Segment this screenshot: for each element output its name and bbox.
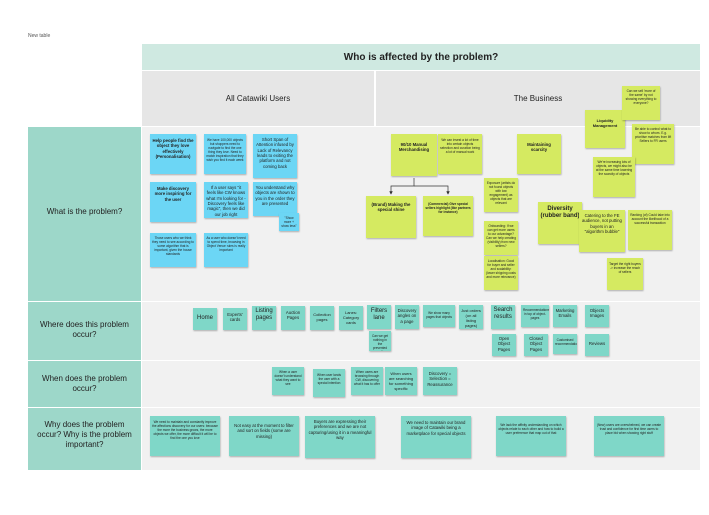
sticky-note[interactable]: Target the right buyers -> increase the …: [607, 258, 643, 290]
sticky-note[interactable]: "Show more + show less": [279, 213, 299, 231]
sticky-note[interactable]: Closed Object Pages: [524, 334, 548, 356]
sticky-note[interactable]: If a user says "it feels like CW knows w…: [204, 182, 248, 218]
sticky-note[interactable]: Short Span of Attention infused by Lack …: [253, 134, 297, 178]
sticky-note[interactable]: Not easy at the moment to filter and sor…: [229, 416, 299, 456]
row-header-why: Why does the problem occur? Why is the p…: [28, 408, 141, 470]
sticky-note[interactable]: (New) users are overwhelmed, we can crea…: [594, 416, 664, 456]
sticky-note[interactable]: We lack the affinity understanding on wh…: [496, 416, 566, 456]
sticky-note[interactable]: Exposure (artists do not found objects w…: [484, 178, 518, 212]
sticky-note[interactable]: We have 100,000 objects but shoppers nee…: [204, 134, 246, 174]
sticky-note[interactable]: As a user who doesn't need to spend time…: [204, 233, 248, 267]
sticky-note[interactable]: Marketing Emails: [553, 305, 577, 327]
sticky-note[interactable]: (Commercial) Give special sellers highli…: [423, 196, 473, 236]
sticky-note[interactable]: Reviews: [585, 334, 609, 356]
board-label: New table: [28, 33, 51, 39]
sticky-note[interactable]: Onboarding: If we can get more users to …: [484, 221, 518, 255]
sticky-note[interactable]: Liquidity Management: [585, 110, 625, 148]
sticky-note[interactable]: Help people find the object they love ef…: [150, 134, 196, 174]
sticky-note[interactable]: Objects Images: [585, 305, 609, 327]
sticky-note[interactable]: You understand why objects are shown to …: [253, 182, 297, 216]
row-header-where: Where does this problem occur?: [28, 302, 141, 360]
sticky-note[interactable]: Search results: [491, 305, 515, 329]
header-band: Who is affected by the problem?: [142, 44, 700, 70]
sticky-note[interactable]: When a user doesn't understand what they…: [272, 367, 304, 395]
sticky-note[interactable]: Discovery = Selection = Reassurance: [423, 367, 457, 395]
sticky-note[interactable]: Catering to the FE audience, not putting…: [579, 210, 625, 252]
row-area-when: [142, 361, 700, 407]
sticky-note[interactable]: Experts' cards: [223, 308, 247, 330]
sticky-note[interactable]: 90/10 Manual Merchandising: [391, 134, 437, 176]
sticky-note[interactable]: We need to maintain and constantly impro…: [150, 416, 220, 456]
sticky-note[interactable]: Buyers are expressing their preferences …: [305, 416, 375, 458]
sticky-note[interactable]: Can we get nothing in the prevented resu…: [369, 331, 391, 351]
sticky-note[interactable]: Listing pages: [252, 306, 276, 330]
sticky-note[interactable]: We show many pages that objects: [423, 305, 455, 327]
row-header-what: What is the problem?: [28, 127, 141, 301]
sticky-note[interactable]: Collection pages: [310, 306, 334, 330]
sticky-note[interactable]: When users are searching for something s…: [385, 367, 417, 395]
sticky-note[interactable]: Diversity (rubber band): [538, 202, 582, 244]
sticky-note[interactable]: Recommendations in top of object-pages: [521, 305, 549, 327]
column-header-users: All Catawiki Users: [142, 71, 374, 126]
sticky-note[interactable]: Home: [193, 308, 217, 330]
row-label-why: Why does the problem occur? Why is the p…: [37, 420, 132, 449]
sticky-note[interactable]: Those users who we think they need to se…: [150, 233, 196, 267]
header-title: Who is affected by the problem?: [343, 52, 499, 63]
sticky-note[interactable]: Auction Pages: [281, 306, 305, 330]
sticky-note[interactable]: Be able to control what to show to whom.…: [632, 124, 674, 164]
sticky-note[interactable]: Make discovery more inspiring for the us…: [150, 182, 196, 222]
sticky-note[interactable]: Maintaining scarcity: [517, 134, 561, 174]
row-header-when: When does the problem occur?: [28, 361, 141, 407]
sticky-note[interactable]: We need to maintain our brand image of C…: [401, 416, 471, 458]
row-label-what: What is the problem?: [46, 207, 123, 216]
sticky-note[interactable]: Filters lane: [367, 305, 391, 329]
sticky-note[interactable]: Discovery angles on a page: [395, 305, 419, 329]
sticky-note[interactable]: We can invest a lot of time into certain…: [438, 134, 482, 174]
sticky-note[interactable]: When users are browsing through CW, disc…: [351, 367, 383, 395]
sticky-note[interactable]: Lanes: Category cards: [339, 306, 363, 330]
sticky-note[interactable]: We're increasing lots of objects, we mig…: [593, 157, 635, 197]
sticky-note[interactable]: Localisation: Good for buyer and seller …: [484, 256, 518, 290]
sticky-note[interactable]: Customised recommendations: [553, 334, 577, 354]
row-label-where: Where does this problem occur?: [40, 320, 129, 339]
column-label-users: All Catawiki Users: [225, 94, 291, 103]
row-label-when: When does the problem occur?: [42, 374, 127, 393]
sticky-note[interactable]: Open Object Pages: [492, 334, 516, 356]
sticky-note[interactable]: When user lands the user with a special …: [313, 369, 345, 397]
sticky-note[interactable]: Ranking (of) Could take into account the…: [628, 210, 672, 250]
sticky-note[interactable]: Just orders (on all listing pages): [459, 305, 483, 329]
sticky-note[interactable]: Can we sell 'more of the same' by not sh…: [622, 86, 660, 120]
column-label-business: The Business: [513, 94, 563, 103]
sticky-note[interactable]: (Brand) Making the special shine: [366, 196, 416, 238]
